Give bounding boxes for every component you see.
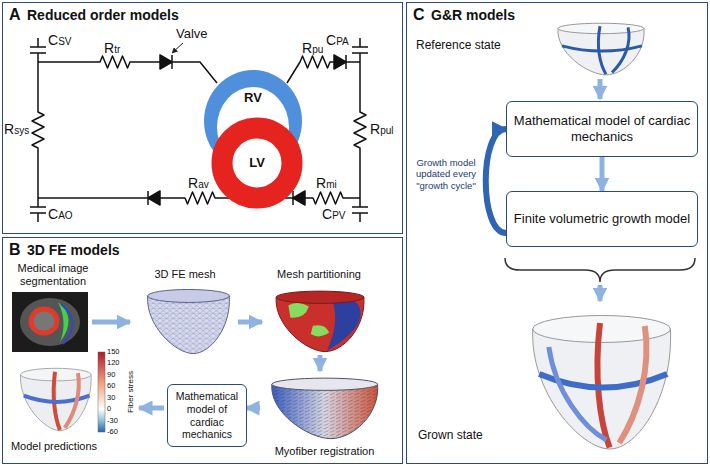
- scale-value: 150: [107, 347, 120, 357]
- mri-image: [12, 292, 88, 352]
- panel-title: G&R models: [431, 6, 515, 24]
- panel-letter: A: [9, 5, 21, 24]
- grown-heart: [533, 316, 671, 450]
- circuit-label: Rmi: [316, 175, 337, 193]
- scale-value: 90: [107, 370, 115, 380]
- panel-letter: C: [413, 5, 425, 24]
- ventricle-shape: LV: [211, 117, 303, 209]
- box-text: Mathematical model of cardiac mechanics: [513, 113, 691, 144]
- circuit-label: Rav: [188, 175, 209, 193]
- caption-label: Myofiber registration: [262, 445, 387, 458]
- circuit-label: Rpul: [370, 121, 393, 139]
- scale-value: 30: [107, 393, 115, 403]
- flow-arrow: [486, 129, 506, 233]
- process-box: Mathematical model of cardiac mechanics: [506, 101, 698, 157]
- valve-leader: [172, 43, 183, 53]
- caption-label: Model predictions: [8, 440, 100, 453]
- color-bar: [98, 352, 105, 432]
- bracket: [505, 258, 695, 282]
- reference-heart: [558, 23, 644, 75]
- mesh-partition: [276, 291, 364, 352]
- caption-label: Medical image segmentation: [8, 262, 98, 288]
- scale-value: 0: [107, 404, 111, 414]
- panel-title: Reduced order models: [27, 6, 179, 24]
- circuit-label: Rpu: [302, 40, 323, 58]
- circuit-wires: [30, 38, 368, 222]
- chamber-label: RV: [203, 90, 303, 105]
- circuit-label: Rtr: [104, 40, 120, 58]
- scale-value: 60: [107, 381, 115, 391]
- circuit-label: CAO: [48, 206, 73, 224]
- process-box: Finite volumetric growth model: [506, 191, 698, 247]
- circuit-label: CPA: [326, 32, 349, 50]
- circuit-label: Rsys: [4, 121, 29, 139]
- box-text: Mathematical model of cardiac mechanics: [174, 390, 240, 440]
- caption-label: 3D FE mesh: [135, 268, 235, 281]
- caption-label: Grown state: [418, 428, 483, 442]
- caption-label: Mesh partitioning: [262, 268, 376, 281]
- caption-label: Reference state: [416, 38, 501, 52]
- edge-label: Growth model updated every "growth cycle…: [411, 157, 481, 191]
- circuit-label: CSV: [48, 32, 71, 50]
- chamber-label: LV: [211, 155, 303, 170]
- panel-letter: B: [9, 240, 21, 259]
- caption-label: Valve: [176, 26, 208, 42]
- prediction-image: [20, 368, 91, 430]
- axis-title: Fiber stress: [126, 362, 136, 422]
- panel-frame: C G&R modelsMathematical model of cardiac…: [406, 2, 708, 464]
- scale-value: -30: [107, 416, 118, 426]
- myofiber-image: [272, 378, 378, 439]
- scale-value: 120: [107, 358, 120, 368]
- box-text: Finite volumetric growth model: [514, 211, 690, 227]
- panel-title: 3D FE models: [27, 241, 120, 259]
- scale-value: -60: [107, 427, 118, 437]
- circuit-label: CPV: [322, 206, 345, 224]
- fe-mesh: [148, 289, 230, 353]
- process-box: Mathematical model of cardiac mechanics: [167, 384, 247, 447]
- flow-arrow: [600, 157, 605, 191]
